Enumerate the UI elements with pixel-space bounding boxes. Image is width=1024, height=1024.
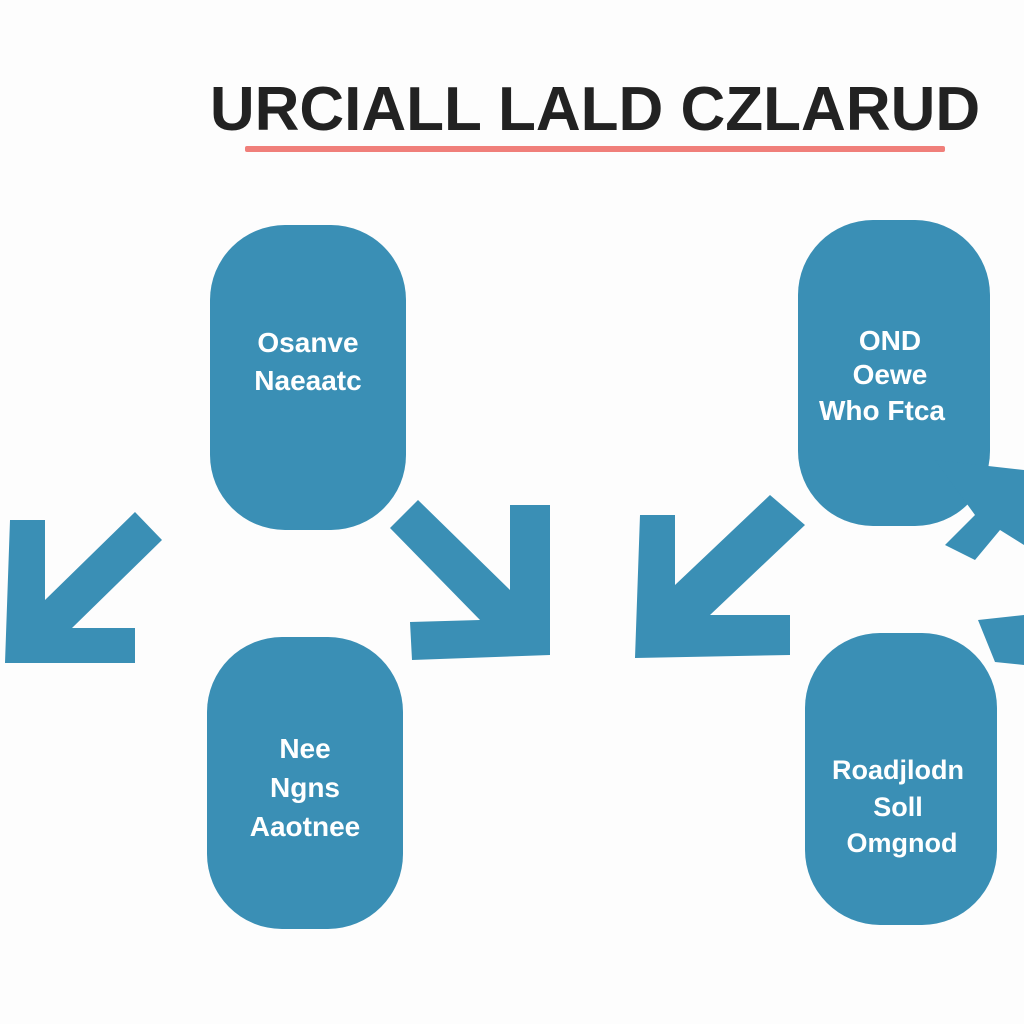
- node-bottom-right-line-3: Omgnod: [847, 828, 958, 858]
- node-bottom-left: Nee Ngns Aaotnee: [207, 637, 403, 929]
- arrow-right-pointer: [935, 460, 1024, 560]
- node-top-left-line-1: Osanve: [257, 327, 358, 358]
- node-bottom-right: Roadjlodn Soll Omgnod: [805, 633, 997, 925]
- node-top-left: Osanve Naeaatc: [210, 225, 406, 530]
- node-bottom-left-line-2: Ngns: [270, 772, 340, 803]
- arrow-center-down-left: [635, 495, 805, 658]
- arrow-right-edge: [978, 615, 1024, 665]
- diagram-title: URCIALL LALD CZLARUD: [210, 75, 980, 144]
- node-top-right-line-1: OND: [859, 325, 921, 356]
- node-top-right: OND Oewe Who Ftca: [798, 220, 990, 526]
- node-bottom-left-line-1: Nee: [279, 733, 330, 764]
- node-bottom-right-line-1: Roadjlodn: [832, 755, 964, 785]
- node-top-right-shape: [798, 220, 990, 526]
- node-top-right-line-3: Who Ftca: [819, 395, 945, 426]
- node-bottom-left-shape: [207, 637, 403, 929]
- node-bottom-right-line-2: Soll: [873, 792, 923, 822]
- node-top-left-shape: [210, 225, 406, 530]
- node-top-right-line-2: Oewe: [853, 359, 928, 390]
- node-top-left-line-2: Naeaatc: [254, 365, 361, 396]
- arrow-left-down-left: [5, 512, 162, 663]
- node-bottom-right-shape: [805, 633, 997, 925]
- arrow-center-down-right: [390, 500, 550, 660]
- title-underline: [245, 146, 945, 152]
- node-bottom-left-line-3: Aaotnee: [250, 811, 360, 842]
